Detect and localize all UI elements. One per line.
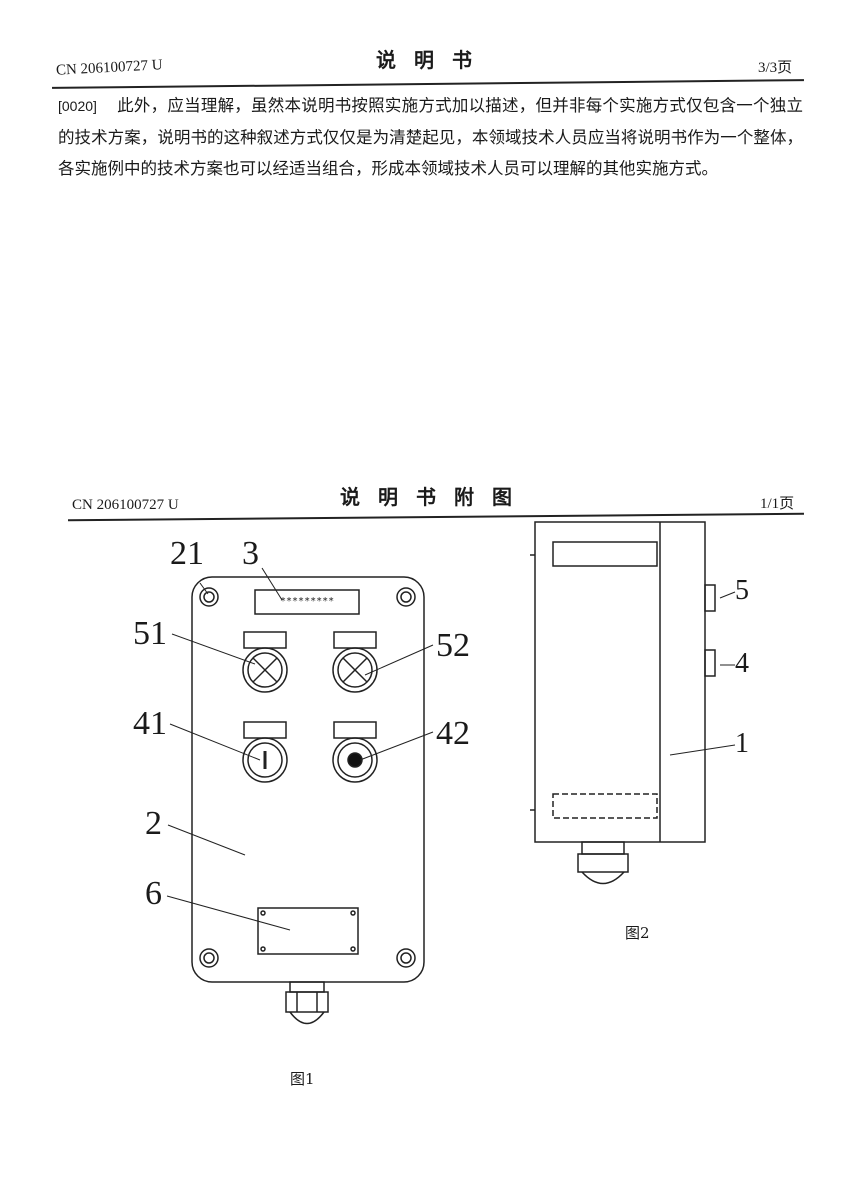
indicator-lamp-51 bbox=[242, 631, 288, 693]
figure2-side-view bbox=[530, 521, 736, 885]
ref-label-21: 21 bbox=[170, 535, 204, 572]
paragraph-number: [0020] bbox=[58, 98, 97, 114]
figure1-front-view bbox=[166, 567, 434, 1025]
drawing-doc-number: CN 206100727 U bbox=[72, 497, 179, 513]
label-plate-6 bbox=[257, 907, 359, 955]
ref-label-41: 41 bbox=[133, 705, 167, 742]
figure1-caption: 图1 bbox=[290, 1070, 315, 1088]
ref-label-6: 6 bbox=[145, 875, 162, 912]
ref-label-2: 2 bbox=[145, 805, 162, 842]
ref-label-51: 51 bbox=[133, 615, 167, 652]
ref-label-52: 52 bbox=[436, 627, 470, 664]
drawing-page-title: 说明书附图 bbox=[340, 485, 530, 509]
ref-label-42: 42 bbox=[436, 715, 470, 752]
indicator-lamp-52 bbox=[332, 631, 378, 693]
nameplate bbox=[254, 589, 360, 615]
leader-lines bbox=[166, 567, 434, 931]
ref-label-3: 3 bbox=[242, 535, 259, 572]
ref-label-5: 5 bbox=[735, 575, 749, 606]
page-title: 说明书 bbox=[376, 48, 490, 72]
ref-label-4: 4 bbox=[735, 648, 749, 679]
nameplate-text: ********* bbox=[280, 596, 335, 607]
paragraph-0020: [0020]此外，应当理解，虽然本说明书按照实施方式加以描述，但并非每个实施方式… bbox=[58, 90, 803, 184]
drawing-page-number: 1/1页 bbox=[760, 496, 795, 512]
ref-label-1: 1 bbox=[735, 728, 749, 759]
page-number: 3/3页 bbox=[758, 60, 793, 76]
paragraph-text: 此外，应当理解，虽然本说明书按照实施方式加以描述，但并非每个实施方式仅包含一个独… bbox=[58, 96, 803, 178]
figure2-caption: 图2 bbox=[625, 924, 650, 942]
mounting-screw bbox=[199, 587, 416, 968]
cable-gland bbox=[285, 981, 329, 1025]
button-41 bbox=[242, 721, 288, 783]
button-42 bbox=[332, 721, 378, 783]
